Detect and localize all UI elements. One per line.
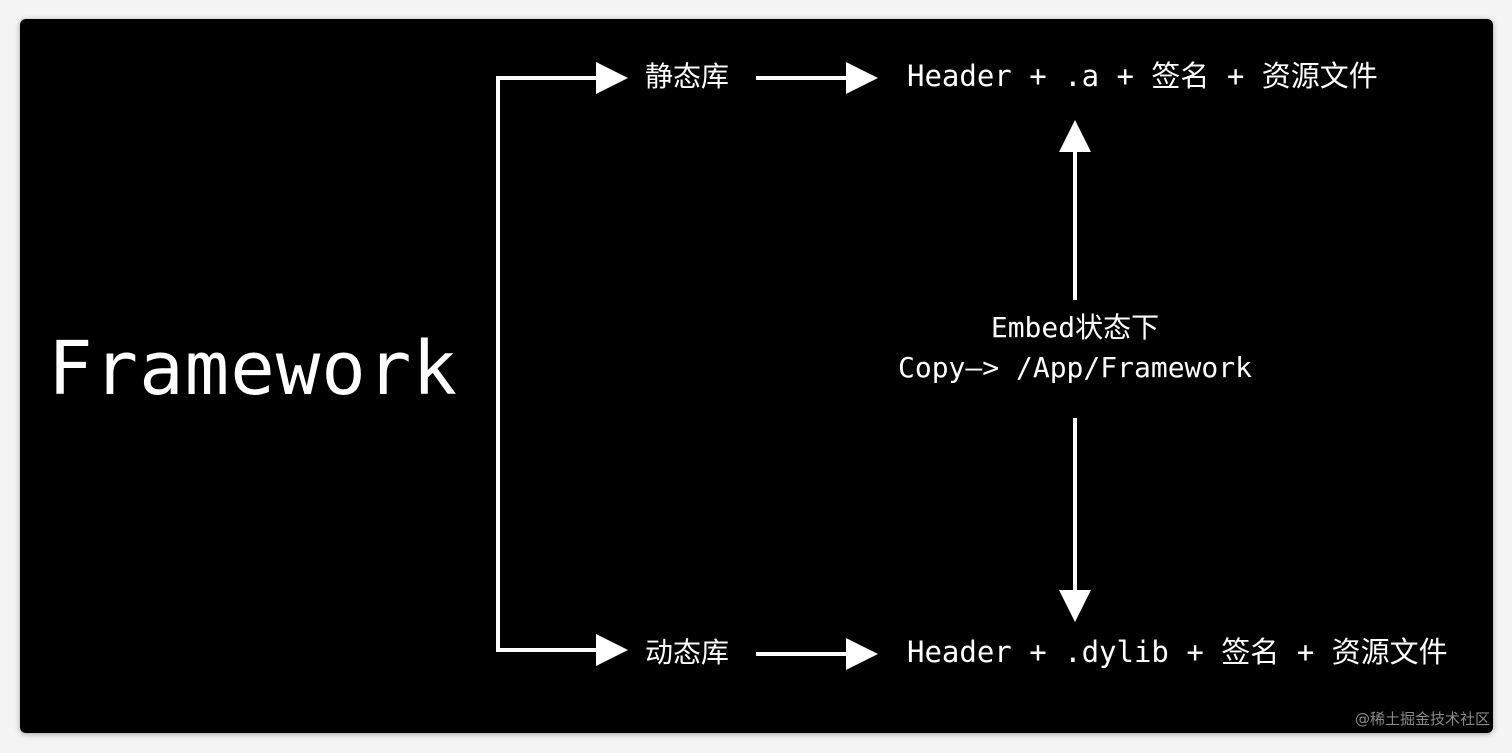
framework-title: Framework	[48, 326, 458, 412]
embed-note-line-1: Embed状态下	[990, 311, 1160, 344]
diagram-canvas	[20, 19, 1493, 733]
watermark: @稀土掘金技术社区	[1354, 710, 1490, 728]
static-library-composition: Header + .a + 签名 + 资源文件	[907, 59, 1378, 93]
embed-note: Embed状态下 Copy—> /App/Framework	[860, 308, 1290, 388]
dynamic-library-composition: Header + .dylib + 签名 + 资源文件	[907, 635, 1448, 669]
dynamic-library-label: 动态库	[645, 636, 730, 669]
embed-note-line-2: Copy—> /App/Framework	[897, 351, 1252, 384]
static-library-label: 静态库	[645, 60, 730, 93]
